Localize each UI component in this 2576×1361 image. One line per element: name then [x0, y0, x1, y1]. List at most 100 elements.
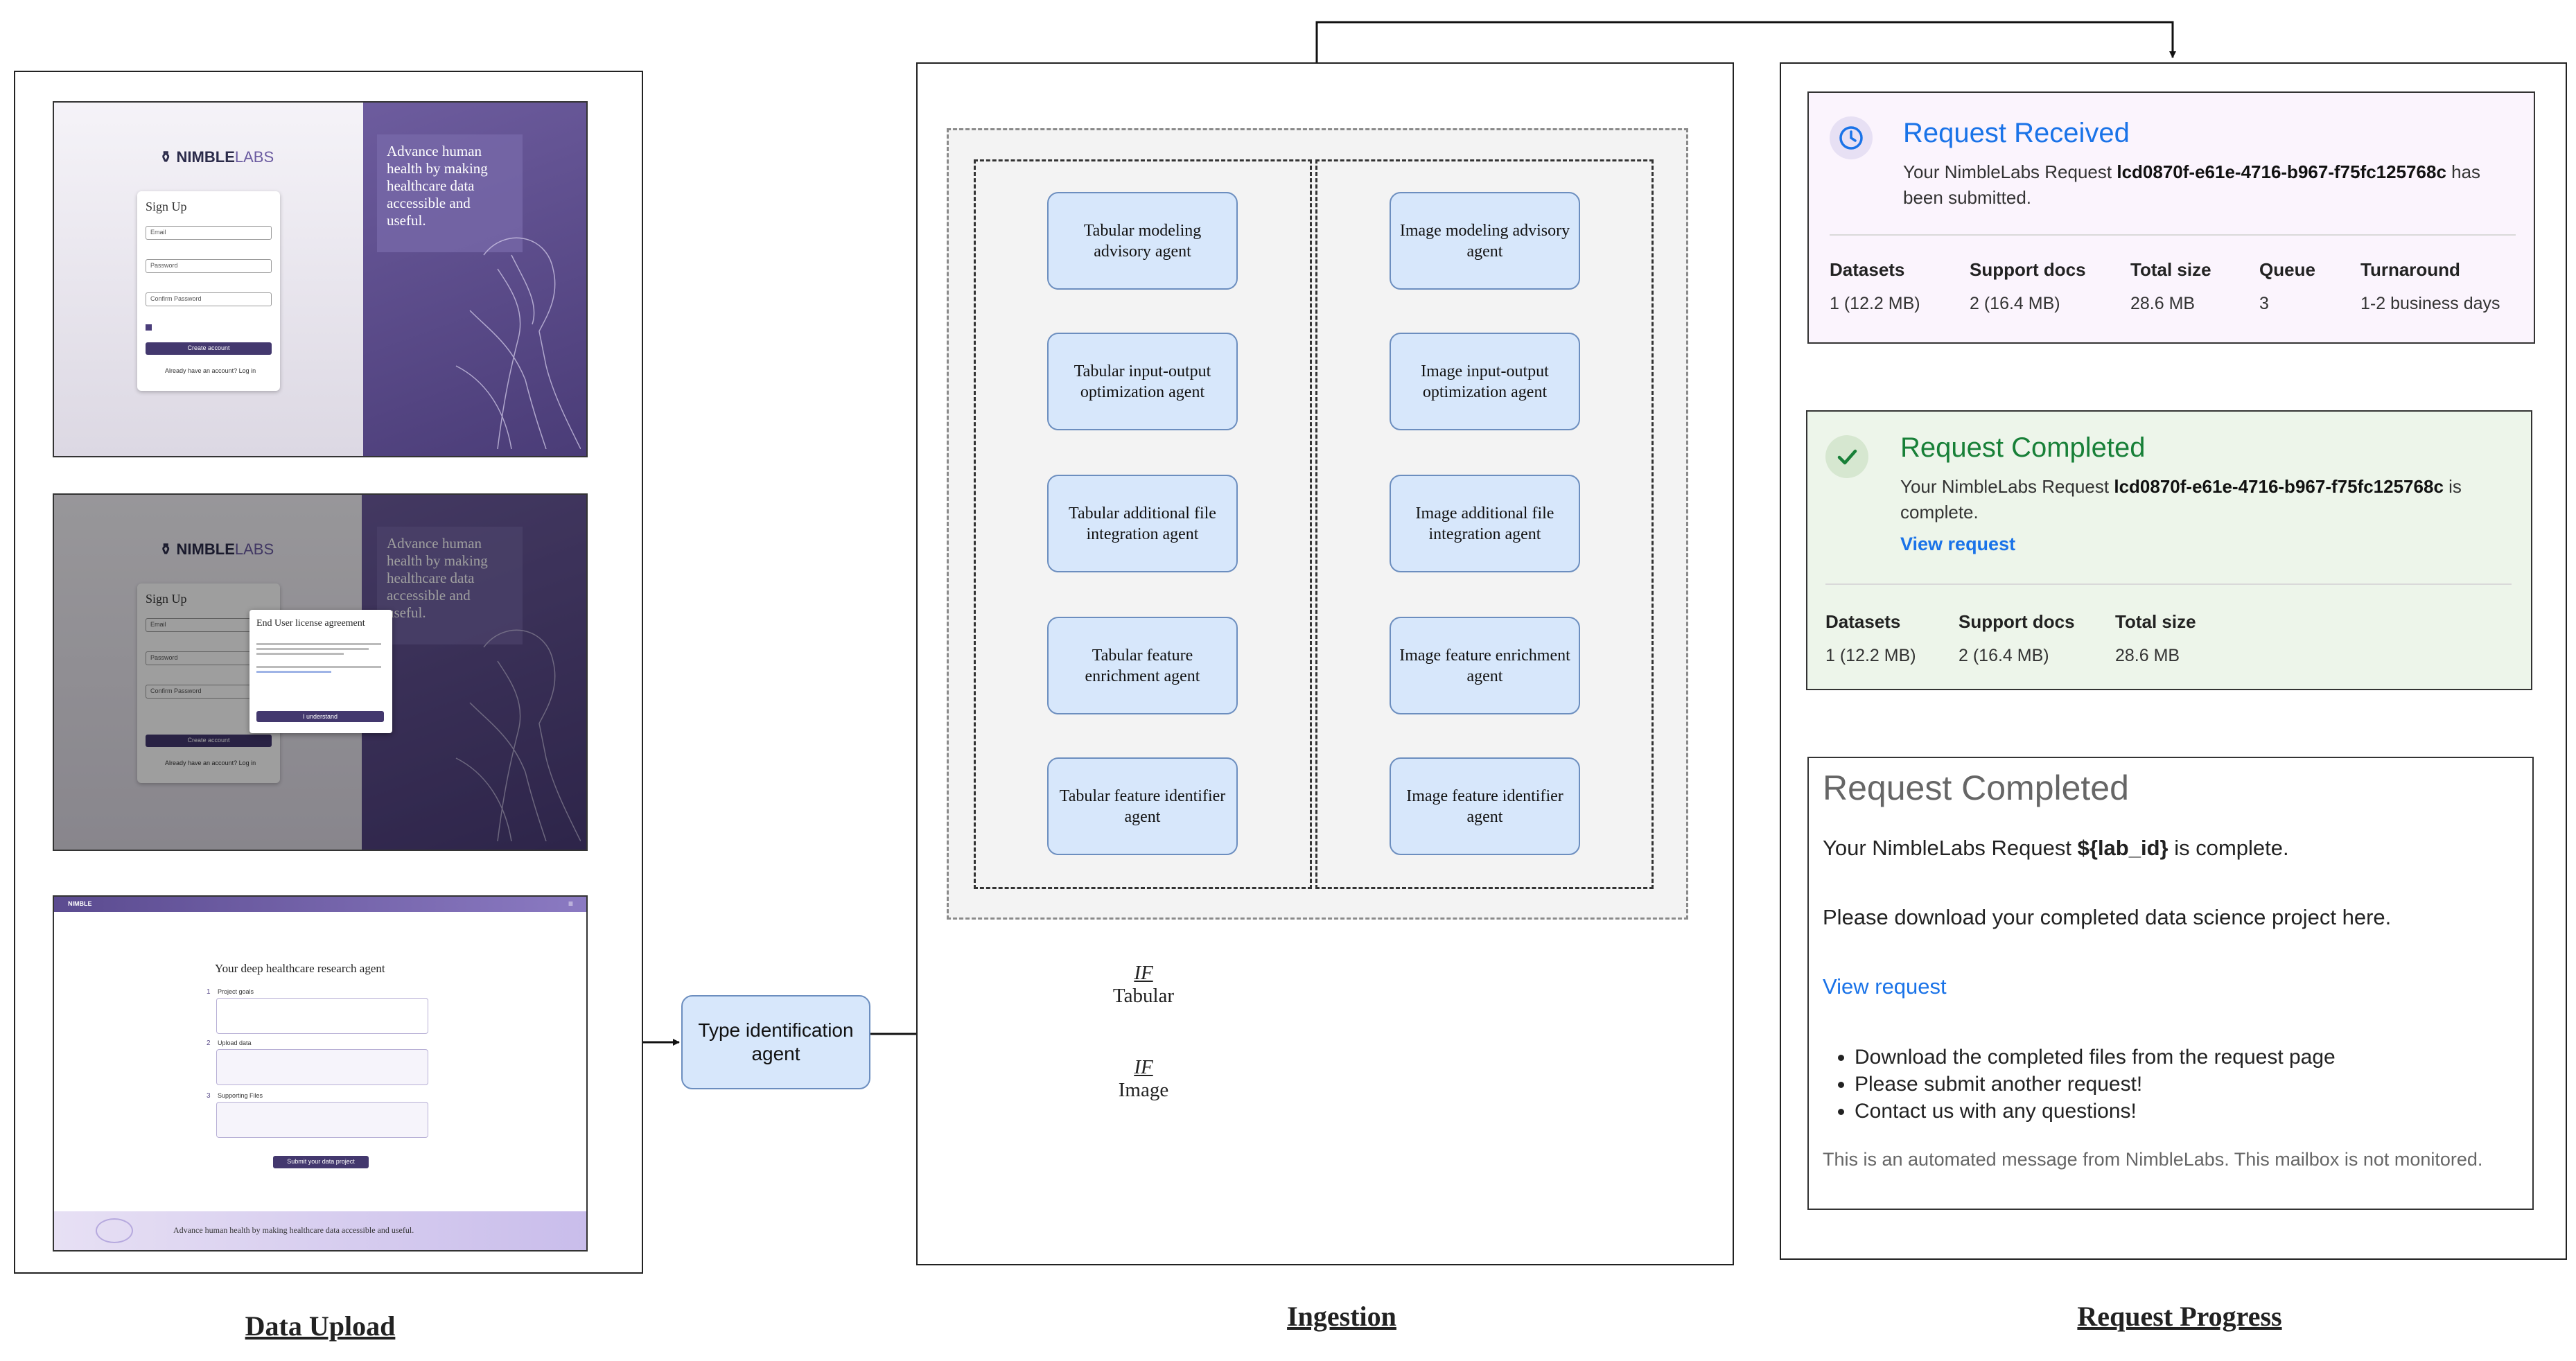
stat-value: 1 (12.2 MB)	[1825, 646, 1916, 665]
logo-mark-icon: ⚱	[159, 541, 177, 558]
stat-value: 28.6 MB	[2115, 646, 2180, 665]
stat-value: 1 (12.2 MB)	[1830, 294, 1920, 313]
confirm-password-field[interactable]: Confirm Password	[146, 292, 272, 306]
modal-body	[256, 640, 381, 676]
i-understand-button[interactable]: I understand	[256, 711, 384, 722]
hero-text: Advance human health by making healthcar…	[377, 134, 523, 252]
login-prompt[interactable]: Already have an account? Log in	[165, 759, 256, 766]
stat-value: 2 (16.4 MB)	[1970, 294, 2060, 313]
image-feature-identifier-agent: Image feature identifier agent	[1390, 757, 1580, 855]
email-field[interactable]: Email	[146, 618, 272, 632]
type-identification-agent: Type identification agent	[681, 995, 870, 1089]
email-line-1: Your NimbleLabs Request ${lab_id} is com…	[1823, 836, 2289, 860]
logo-mark-icon: ⚱	[159, 148, 177, 166]
image-modeling-advisory-agent: Image modeling advisory agent	[1390, 192, 1580, 290]
request-completed-card: Request Completed Your NimbleLabs Reques…	[1806, 410, 2532, 690]
condition-label: Image	[1118, 1079, 1169, 1101]
image-pipeline-group	[1315, 159, 1654, 889]
completed-title: Request Completed	[1900, 432, 2146, 463]
list-item: Contact us with any questions!	[1855, 1098, 2516, 1125]
condition-if: IF	[1134, 962, 1153, 984]
anatomy-illustration	[455, 629, 581, 841]
list-item: Download the completed files from the re…	[1855, 1044, 2516, 1071]
tabular-input-output-optimization-agent: Tabular input-output optimization agent	[1047, 333, 1238, 430]
step-number: 2	[207, 1039, 211, 1047]
step-number: 1	[207, 988, 211, 996]
stat-label: Datasets	[1825, 611, 1901, 632]
step-number: 3	[207, 1092, 211, 1100]
create-account-button[interactable]: Create account	[146, 735, 272, 747]
divider	[1830, 234, 2516, 236]
tabular-modeling-advisory-agent: Tabular modeling advisory agent	[1047, 192, 1238, 290]
footer-text: Advance human health by making healthcar…	[173, 1225, 414, 1235]
step-label: Supporting Files	[218, 1092, 263, 1099]
stat-label: Support docs	[1970, 259, 2086, 280]
signup-screenshot: ⚱ NIMBLELABS Sign Up Email Password Conf…	[53, 101, 588, 457]
eula-checkbox[interactable]	[146, 324, 152, 331]
stat-value: 1-2 business days	[2360, 294, 2500, 313]
image-input-output-optimization-agent: Image input-output optimization agent	[1390, 333, 1580, 430]
email-bullet-list: Download the completed files from the re…	[1823, 1044, 2516, 1125]
caption-data-upload: Data Upload	[245, 1310, 396, 1342]
supporting-files-dropzone[interactable]	[216, 1102, 428, 1138]
completion-email-card: Request Completed Your NimbleLabs Reques…	[1807, 757, 2534, 1210]
checkmark-icon	[1825, 435, 1868, 478]
email-title: Request Completed	[1823, 769, 2129, 807]
upload-data-dropzone[interactable]	[216, 1049, 428, 1085]
clock-icon	[1830, 116, 1873, 159]
email-field[interactable]: Email	[146, 226, 272, 240]
view-request-link[interactable]: View request	[1823, 974, 1947, 999]
tabular-feature-enrichment-agent: Tabular feature enrichment agent	[1047, 617, 1238, 714]
header-brand: NIMBLE	[68, 900, 92, 907]
condition-image: IF Image	[1088, 1056, 1199, 1102]
stat-label: Queue	[2259, 259, 2315, 280]
stat-label: Turnaround	[2360, 259, 2460, 280]
stat-label: Total size	[2115, 611, 2196, 632]
caption-request-progress: Request Progress	[2077, 1301, 2282, 1332]
view-request-link[interactable]: View request	[1900, 534, 2016, 554]
image-feature-enrichment-agent: Image feature enrichment agent	[1390, 617, 1580, 714]
nimblelabs-logo: ⚱ NIMBLELABS	[159, 148, 274, 166]
tabular-additional-file-integration-agent: Tabular additional file integration agen…	[1047, 475, 1238, 572]
submit-project-button[interactable]: Submit your data project	[273, 1156, 369, 1168]
stat-value: 2 (16.4 MB)	[1959, 646, 2049, 665]
condition-if: IF	[1134, 1056, 1153, 1078]
step-label: Upload data	[218, 1039, 252, 1046]
step-label: Project goals	[218, 988, 254, 995]
form-title: Sign Up	[146, 592, 187, 606]
tabular-feature-identifier-agent: Tabular feature identifier agent	[1047, 757, 1238, 855]
app-header: NIMBLE ≡	[54, 897, 586, 912]
login-prompt[interactable]: Already have an account? Log in	[165, 367, 256, 374]
modal-title: End User license agreement	[256, 618, 365, 629]
email-footer: This is an automated message from Nimble…	[1823, 1149, 2483, 1170]
divider	[1825, 583, 2512, 585]
form-title: Sign Up	[146, 200, 187, 213]
page-heading: Your deep healthcare research agent	[215, 962, 385, 975]
image-additional-file-integration-agent: Image additional file integration agent	[1390, 475, 1580, 572]
hero-text: Advance human health by making healthcar…	[377, 527, 523, 644]
brain-icon	[96, 1218, 133, 1243]
stat-label: Total size	[2130, 259, 2211, 280]
page-footer: Advance human health by making healthcar…	[54, 1211, 586, 1250]
received-title: Request Received	[1903, 118, 2130, 148]
stat-value: 28.6 MB	[2130, 294, 2196, 313]
nimblelabs-logo: ⚱ NIMBLELABS	[159, 541, 274, 558]
received-message: Your NimbleLabs Request lcd0870f-e61e-47…	[1903, 161, 2481, 208]
completed-message: Your NimbleLabs Request lcd0870f-e61e-47…	[1900, 476, 2462, 523]
eula-screenshot: ⚱ NIMBLELABS Sign Up Email Password Conf…	[53, 493, 588, 851]
request-id: lcd0870f-e61e-4716-b967-f75fc125768c	[2114, 476, 2444, 497]
password-field[interactable]: Password	[146, 259, 272, 273]
tabular-pipeline-group	[974, 159, 1312, 889]
anatomy-illustration	[455, 237, 581, 449]
stat-label: Support docs	[1959, 611, 2075, 632]
eula-modal: End User license agreement I understand	[249, 610, 392, 733]
create-account-button[interactable]: Create account	[146, 342, 272, 355]
project-goals-input[interactable]	[216, 998, 428, 1034]
menu-icon[interactable]: ≡	[568, 899, 574, 908]
condition-tabular: IF Tabular	[1088, 962, 1199, 1008]
lab-id-variable: ${lab_id}	[2077, 836, 2168, 860]
agent-home-screenshot: NIMBLE ≡ Your deep healthcare research a…	[53, 895, 588, 1252]
condition-label: Tabular	[1112, 985, 1175, 1007]
caption-ingestion: Ingestion	[1287, 1301, 1396, 1332]
request-id: lcd0870f-e61e-4716-b967-f75fc125768c	[2117, 161, 2446, 182]
